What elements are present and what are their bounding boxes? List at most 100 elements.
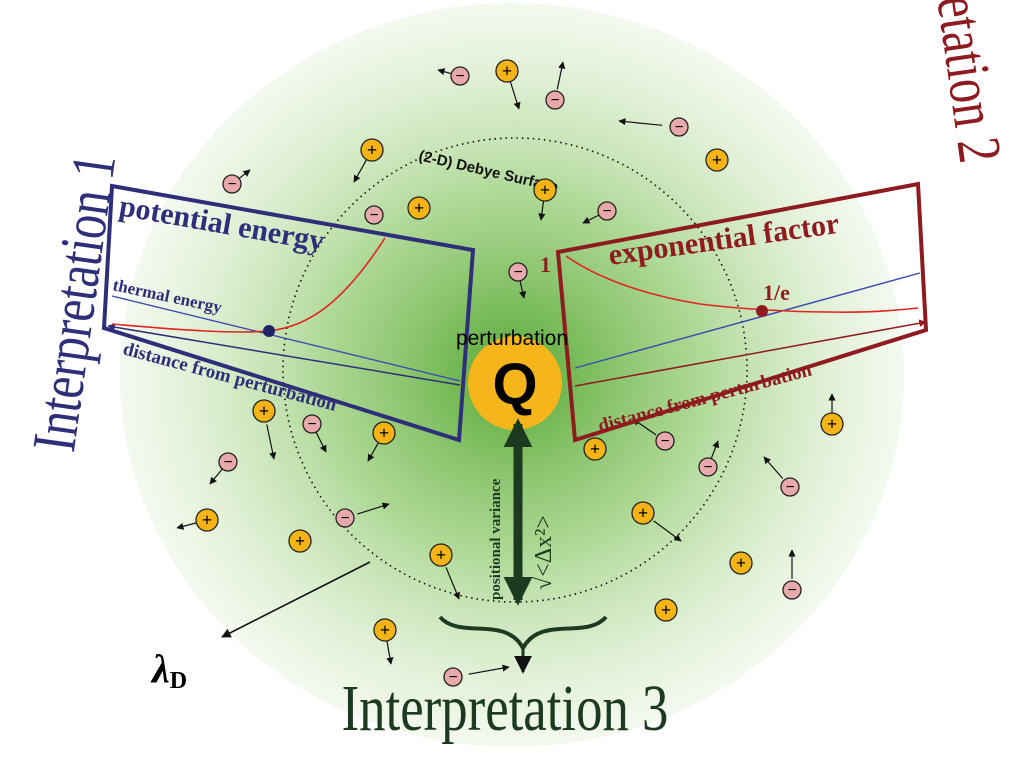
- interpretation-one-label: Interpretation 1: [20, 150, 130, 456]
- exponential-reference-line: [574, 272, 921, 369]
- positive-ion: [820, 412, 844, 436]
- potential-intersection-dot: [263, 325, 275, 337]
- positive-ion-velocity-arrow: [653, 520, 682, 542]
- negative-ion-sign: −: [550, 92, 559, 109]
- exponential-intersection-dot: [756, 305, 768, 317]
- negative-ion-velocity-arrow: [556, 61, 566, 90]
- negative-ion: [218, 452, 238, 472]
- negative-ion-velocity-arrow: [315, 431, 327, 453]
- negative-ion: [364, 205, 384, 225]
- positive-ion: [195, 508, 219, 532]
- positive-ion-velocity-arrow: [509, 81, 521, 110]
- positive-ion-sign: +: [436, 545, 446, 565]
- negative-ion-sign: −: [785, 479, 794, 496]
- negative-ion: [545, 90, 565, 110]
- positive-ion-sign: +: [661, 600, 671, 620]
- negative-ion: [450, 66, 470, 86]
- negative-ion: [443, 667, 463, 687]
- positive-ion-velocity-arrow: [445, 567, 460, 600]
- positive-ion: [495, 59, 519, 83]
- positive-ion-sign: +: [379, 423, 389, 443]
- perturbation-charge: Q perturbation: [456, 327, 568, 430]
- positive-ion-sign: +: [202, 510, 212, 530]
- perturbation-disc: [468, 336, 562, 430]
- negative-ion-velocity-arrow: [710, 440, 720, 460]
- positive-ion: [705, 148, 729, 172]
- debye-length-arrow: [221, 561, 371, 638]
- positive-ion-sign: +: [367, 140, 377, 160]
- positive-ion-velocity-arrow: [386, 639, 394, 665]
- negative-ion-velocity-arrow: [519, 279, 527, 299]
- exponential-axis-line: [574, 319, 927, 387]
- negative-ion-sign: −: [340, 510, 349, 527]
- negative-ion: [698, 457, 718, 477]
- positive-ion: [407, 196, 431, 220]
- exponential-curve: [565, 255, 919, 313]
- positive-ion-sign: +: [540, 180, 550, 200]
- negative-ion-sign: −: [227, 176, 236, 193]
- variance-formula: √<Δx²>: [531, 515, 557, 590]
- exponential-one-tick: 1: [540, 252, 551, 277]
- potential-axis-line: [107, 323, 461, 386]
- interpretation-three-label: Interpretation 3: [342, 671, 669, 744]
- charge-symbol: Q: [492, 352, 537, 417]
- positive-ion-sign: +: [295, 531, 305, 551]
- positive-ion-sign: +: [502, 61, 512, 81]
- negative-ion-velocity-arrow: [468, 664, 510, 675]
- negative-ion: [655, 431, 675, 451]
- positive-ion: [654, 598, 678, 622]
- negative-ion-sign: −: [369, 207, 378, 224]
- negative-ion: [335, 508, 355, 528]
- negative-ion: [669, 117, 689, 137]
- positive-ion-velocity-arrow: [353, 158, 368, 183]
- positive-ion: [429, 543, 453, 567]
- negative-ion: [508, 262, 528, 282]
- negative-ion-velocity-arrow: [209, 467, 224, 485]
- positive-ion: [288, 529, 312, 553]
- negative-ion-sign: −: [787, 582, 796, 599]
- positive-ion: [252, 399, 276, 423]
- negative-ion-sign: −: [307, 416, 316, 433]
- positive-ion-velocity-arrow: [176, 521, 199, 530]
- negative-ion-sign: −: [660, 433, 669, 450]
- positive-ion: [631, 501, 655, 525]
- negative-ion-sign: −: [674, 119, 683, 136]
- positive-ion-sign: +: [638, 503, 648, 523]
- negative-ion-velocity-arrow: [582, 213, 601, 224]
- positive-ion-sign: +: [259, 401, 269, 421]
- positive-ion-sign: +: [736, 553, 746, 573]
- potential-panel-frame: [101, 183, 476, 443]
- positive-ion: [360, 138, 384, 162]
- interpretation-two-label: Interpretation 2: [905, 0, 1015, 167]
- thermal-energy-line: [111, 295, 461, 382]
- positive-ion: [533, 178, 557, 202]
- negative-ion: [222, 174, 242, 194]
- negative-ion: [597, 201, 617, 221]
- positive-ion-sign: +: [712, 150, 722, 170]
- negative-ion: [780, 477, 800, 497]
- negative-ion-velocity-arrow: [618, 118, 663, 126]
- exponential-panel-frame: [555, 181, 929, 443]
- positive-ion: [583, 437, 607, 461]
- lambda-glyph: λ: [150, 646, 170, 691]
- exponential-marker-label: 1/e: [763, 280, 790, 305]
- debye-length-symbol: λD: [150, 646, 187, 694]
- negative-ion: [302, 414, 322, 434]
- negative-ion-sign: −: [223, 454, 232, 471]
- negative-ion: [782, 580, 802, 600]
- positive-ion-velocity-arrow: [538, 198, 546, 221]
- negative-ion-sign: −: [513, 264, 522, 281]
- positive-ion: [372, 421, 396, 445]
- positive-ion: [729, 551, 753, 575]
- positive-ion-velocity-arrow: [266, 424, 277, 460]
- positive-ion-sign: +: [590, 439, 600, 459]
- negative-ion-sign: −: [455, 68, 464, 85]
- negative-ion-sign: −: [448, 669, 457, 686]
- positive-ion-sign: +: [380, 620, 390, 640]
- positive-ion-sign: +: [414, 198, 424, 218]
- lambda-subscript: D: [170, 668, 187, 694]
- negative-ion-velocity-arrow: [357, 502, 390, 515]
- variance-label: positional variance: [488, 478, 504, 600]
- positive-ion: [373, 618, 397, 642]
